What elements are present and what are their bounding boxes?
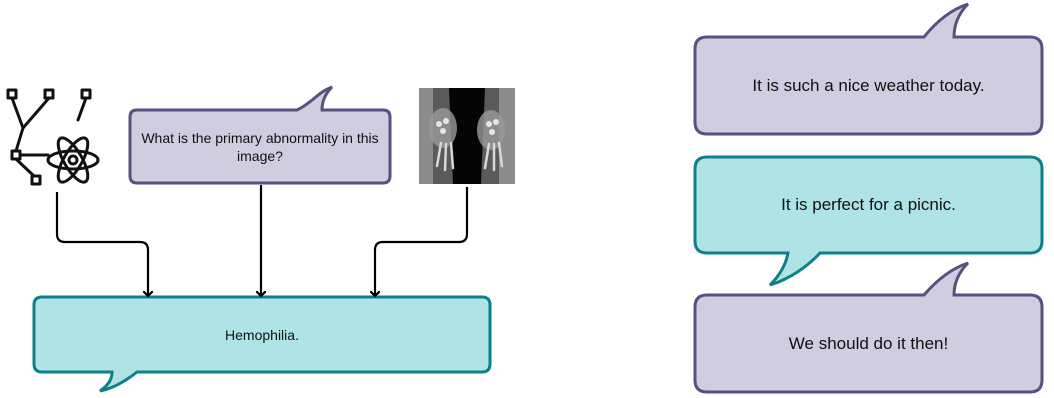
neural-network-atom-icon bbox=[6, 88, 100, 186]
message-bubble-2 bbox=[693, 155, 1044, 287]
message-text-2: It is perfect for a picnic. bbox=[781, 195, 956, 215]
question-text: What is the primary abnormality in this … bbox=[141, 129, 379, 164]
answer-text: Hemophilia. bbox=[225, 326, 299, 343]
answer-bubble bbox=[32, 295, 492, 393]
xray-image bbox=[419, 88, 515, 184]
message-text-3: We should do it then! bbox=[788, 333, 949, 353]
arrow-from-xray bbox=[375, 187, 469, 296]
message-text-1: It is such a nice weather today. bbox=[752, 75, 985, 95]
connector-arrows bbox=[55, 185, 469, 296]
question-bubble bbox=[128, 85, 392, 185]
arrow-from-icon bbox=[55, 192, 148, 296]
message-bubble-1 bbox=[693, 2, 1044, 136]
message-bubble-3 bbox=[693, 261, 1044, 394]
